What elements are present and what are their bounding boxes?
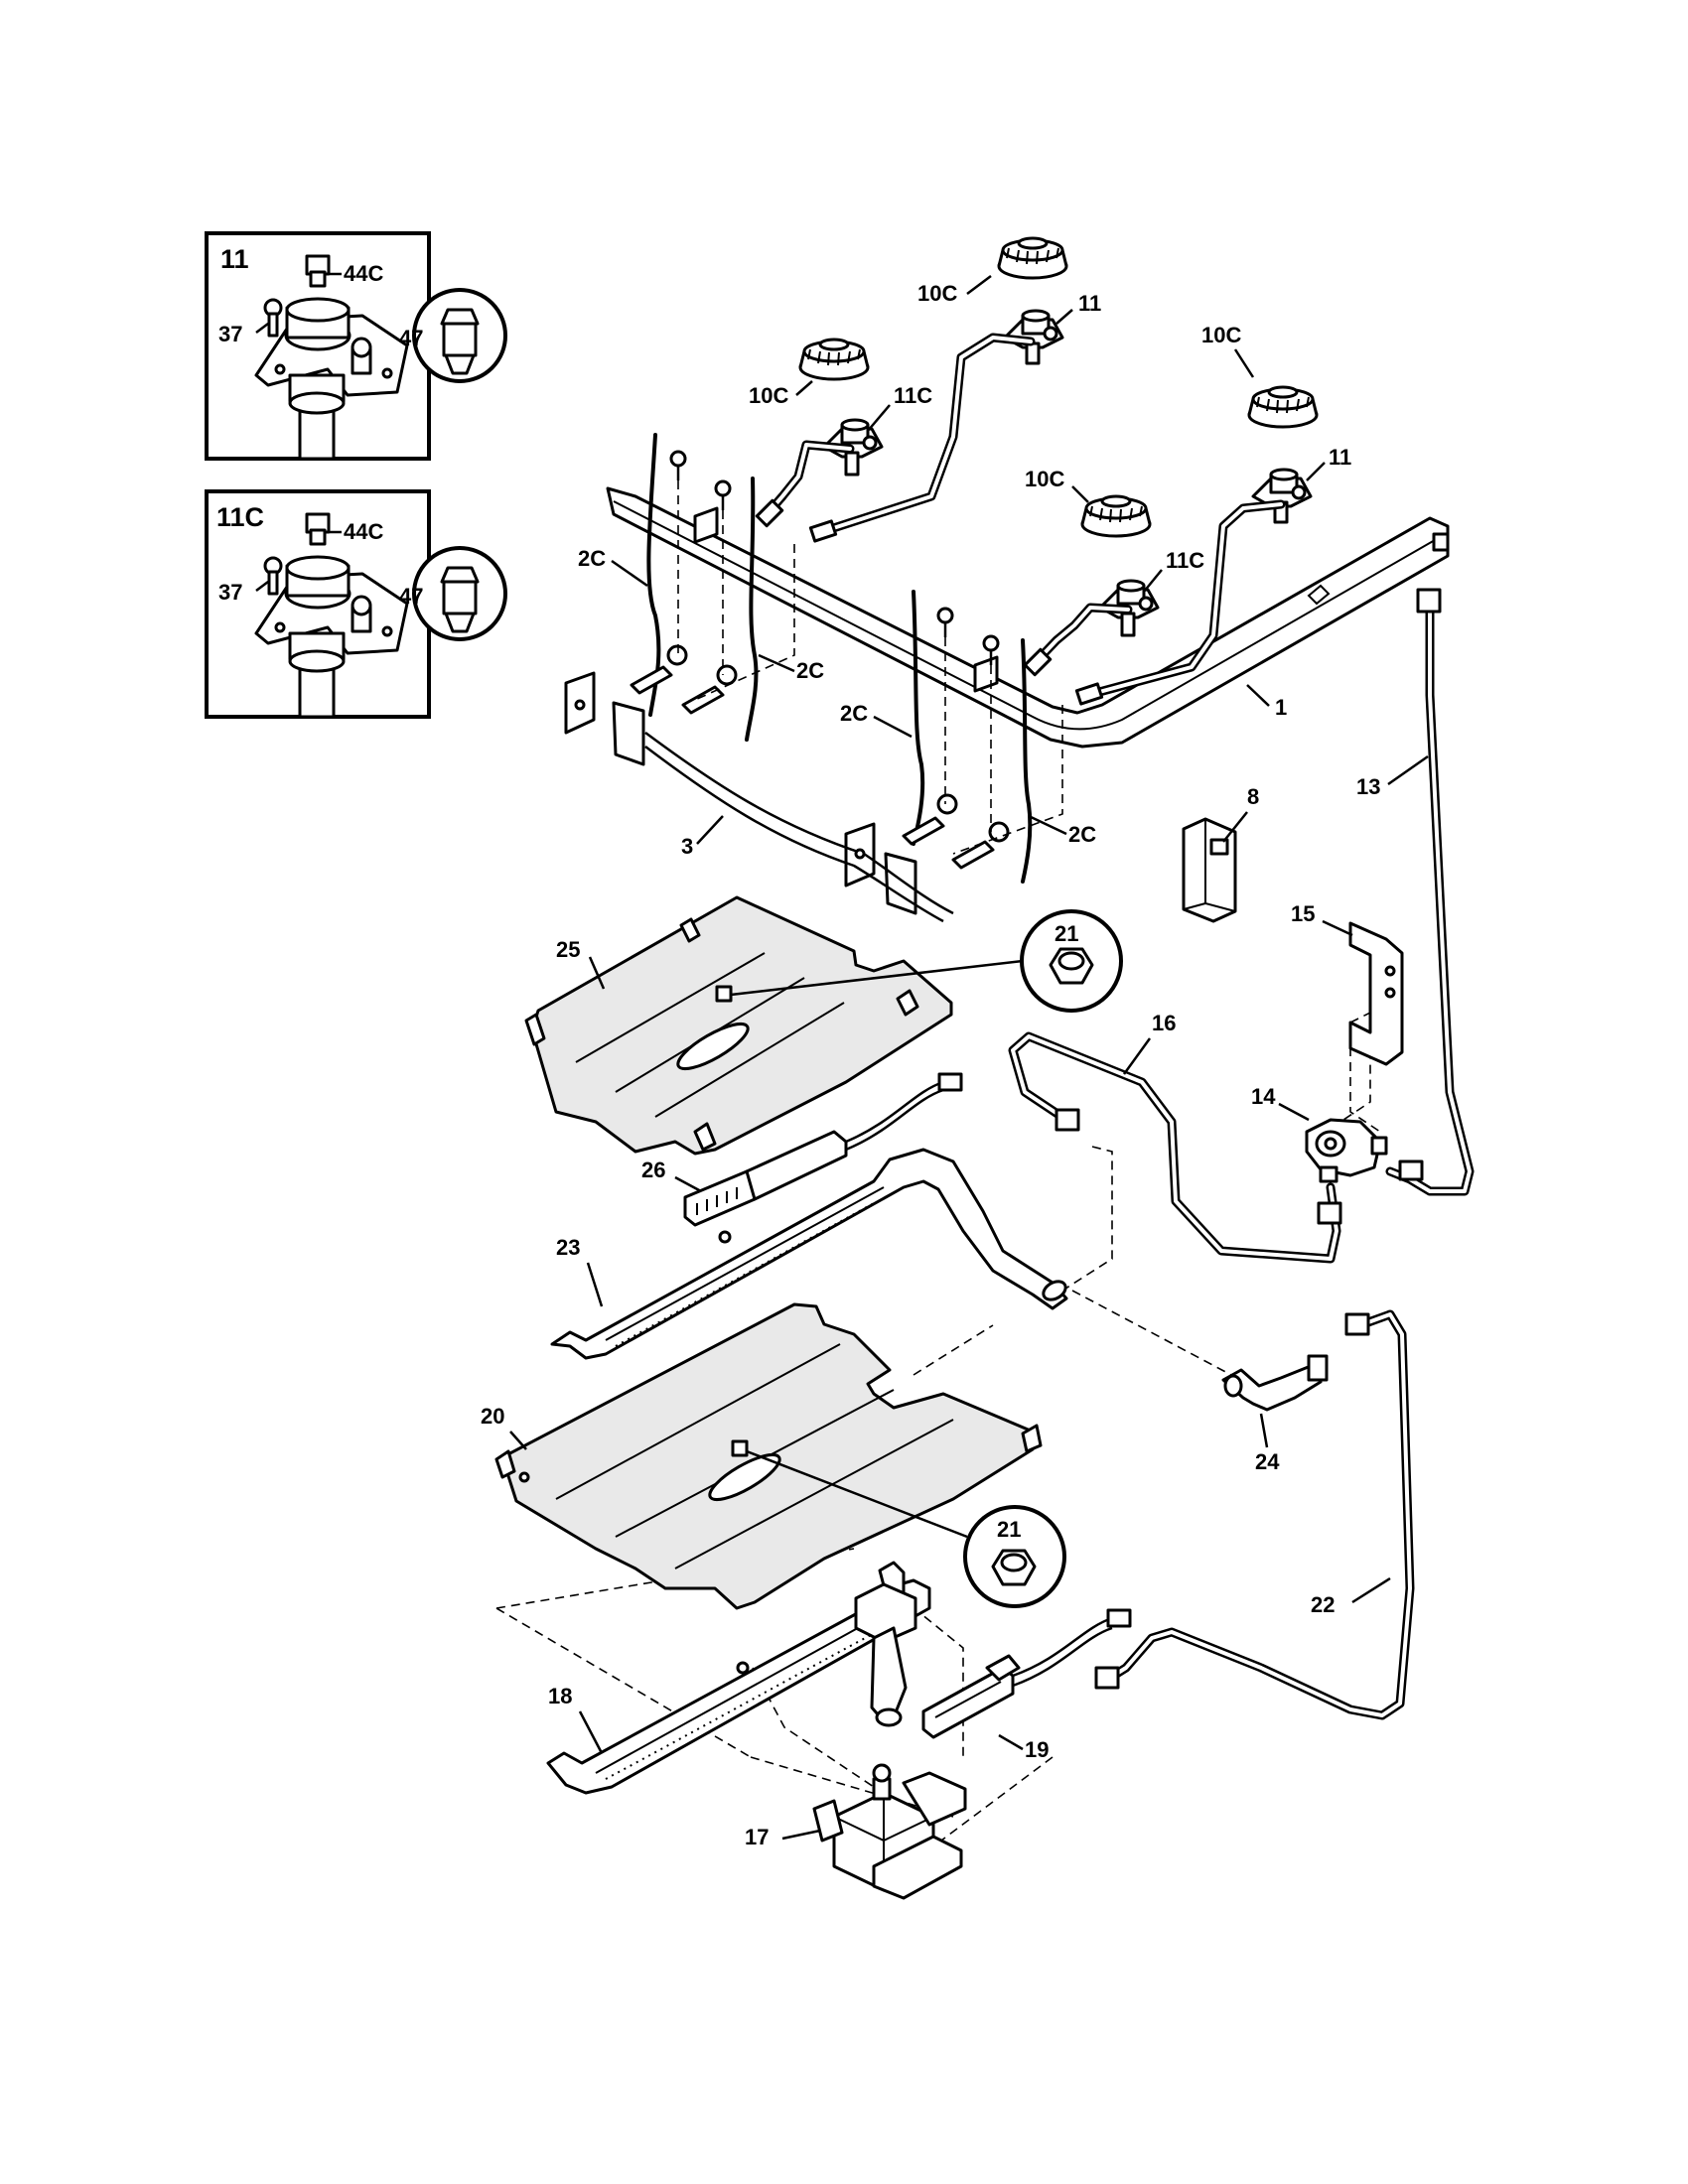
inset-orifice-47: 47 — [399, 546, 507, 641]
label-47: 47 — [399, 326, 423, 350]
callout-10c-4: 10C — [1025, 467, 1064, 491]
inset-valve-11c: 11C 44C 37 — [205, 489, 507, 719]
manifold-bracket — [564, 671, 954, 923]
callout-15: 15 — [1291, 901, 1315, 926]
gas-tube-16 — [1008, 1031, 1342, 1264]
callout-19: 19 — [1025, 1737, 1049, 1762]
callout-14: 14 — [1251, 1084, 1276, 1109]
top-burner-3 — [798, 338, 884, 477]
callout-10c-1: 10C — [917, 281, 957, 306]
callout-2c-c: 2C — [840, 701, 868, 726]
label-44c: 44C — [344, 519, 383, 544]
callout-11c-4: 11C — [1166, 548, 1204, 573]
callout-17: 17 — [745, 1825, 769, 1849]
callout-26: 26 — [641, 1158, 665, 1182]
callout-21-lower: 21 — [997, 1517, 1021, 1542]
callout-2c-a: 2C — [578, 546, 606, 571]
callout-2c-b: 2C — [796, 658, 824, 683]
nut-21-upper — [715, 909, 1123, 1013]
lower-igniter — [921, 1608, 1132, 1739]
inset-valve-drawing — [254, 555, 409, 719]
inset-title: 11 — [220, 244, 249, 274]
gas-tube-22 — [1094, 1309, 1415, 1720]
callout-8: 8 — [1247, 784, 1259, 809]
gas-tube-13 — [1385, 588, 1475, 1196]
callout-2c-d: 2C — [1068, 822, 1096, 847]
lower-baffle — [494, 1302, 1043, 1610]
electrodes — [630, 644, 1010, 870]
label-47: 47 — [399, 584, 423, 609]
callout-20: 20 — [481, 1404, 504, 1429]
inset-orifice-44c: 44C — [305, 512, 383, 546]
callout-16: 16 — [1152, 1011, 1176, 1035]
callout-1: 1 — [1275, 695, 1287, 720]
callout-23: 23 — [556, 1235, 580, 1260]
label-44c: 44C — [344, 261, 383, 286]
burner-supply-tubes — [755, 333, 1286, 706]
top-burner-1 — [1080, 494, 1160, 637]
lower-burner-tube — [546, 1561, 931, 1795]
upper-burner-tube — [550, 1148, 1068, 1360]
inset-screw-37: 37 — [218, 298, 283, 346]
callout-11-1: 11 — [1078, 291, 1101, 316]
callout-10c-3: 10C — [1201, 323, 1241, 347]
callout-10c-2: 10C — [749, 383, 788, 408]
inset-valve-drawing — [254, 297, 409, 461]
pressure-regulator — [1305, 1118, 1388, 1183]
inset-title: 11C — [216, 502, 264, 532]
inset-orifice-47: 47 — [399, 288, 507, 383]
callout-21-upper: 21 — [1055, 921, 1078, 946]
nut-21-lower — [731, 1439, 1066, 1608]
callout-13: 13 — [1356, 774, 1380, 799]
callout-24: 24 — [1255, 1449, 1280, 1474]
label-37: 37 — [218, 580, 242, 605]
callout-11c-2: 11C — [894, 383, 932, 408]
inset-screw-37: 37 — [218, 556, 283, 605]
callout-25: 25 — [556, 937, 580, 962]
callout-22: 22 — [1311, 1592, 1335, 1617]
inset-orifice-44c: 44C — [305, 254, 383, 288]
oven-safety-valve — [812, 1763, 967, 1900]
spark-module — [1182, 817, 1237, 923]
igniter-wires — [646, 433, 1033, 884]
callout-18: 18 — [548, 1684, 572, 1708]
callout-11-3: 11 — [1329, 445, 1351, 470]
label-37: 37 — [218, 322, 242, 346]
callout-3: 3 — [681, 834, 693, 859]
manifold-screws — [669, 450, 1000, 665]
elbow-fitting — [1221, 1354, 1329, 1412]
inset-valve-11: 11 44C 37 — [205, 231, 507, 461]
regulator-bracket — [1348, 921, 1404, 1066]
upper-baffle — [524, 895, 953, 1156]
upper-igniter — [683, 1072, 963, 1227]
manifold-pipe — [606, 450, 1450, 749]
top-burner-4 — [997, 236, 1068, 365]
